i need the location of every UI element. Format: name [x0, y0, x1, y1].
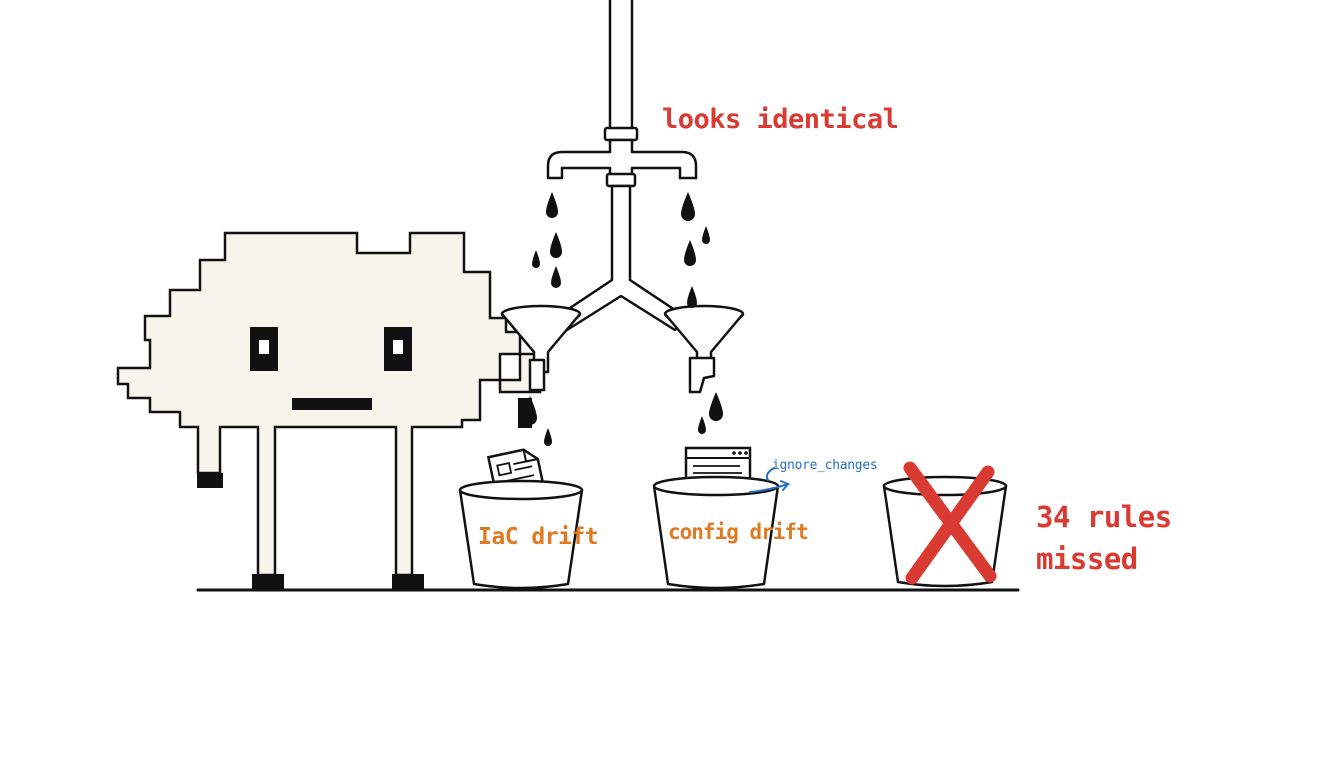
right-foot [392, 574, 424, 589]
iac-drift-label: IaC drift [478, 524, 599, 550]
config-drift-label: config drift [668, 520, 809, 544]
rules-missed-line1: 34 rules [1036, 500, 1172, 534]
drip-drops [523, 192, 723, 446]
mouth [292, 398, 372, 410]
red-x-icon [903, 461, 997, 585]
missed-bucket [882, 461, 1008, 588]
config-drift-bucket [652, 446, 791, 590]
rules-missed-line2: missed [1036, 542, 1138, 576]
left-funnel-icon [500, 304, 582, 392]
left-foot [252, 574, 284, 589]
looks-identical-label: looks identical [662, 104, 899, 135]
ignore-changes-label: ignore_changes [772, 458, 878, 473]
rules-missed-label: 34 rules missed [1036, 496, 1172, 580]
ignore-changes-arrow [749, 467, 791, 493]
iac-drift-bucket [458, 448, 584, 590]
right-funnel-icon [663, 304, 745, 394]
split-faucet-icon [546, 0, 698, 332]
left-hand [197, 473, 223, 488]
